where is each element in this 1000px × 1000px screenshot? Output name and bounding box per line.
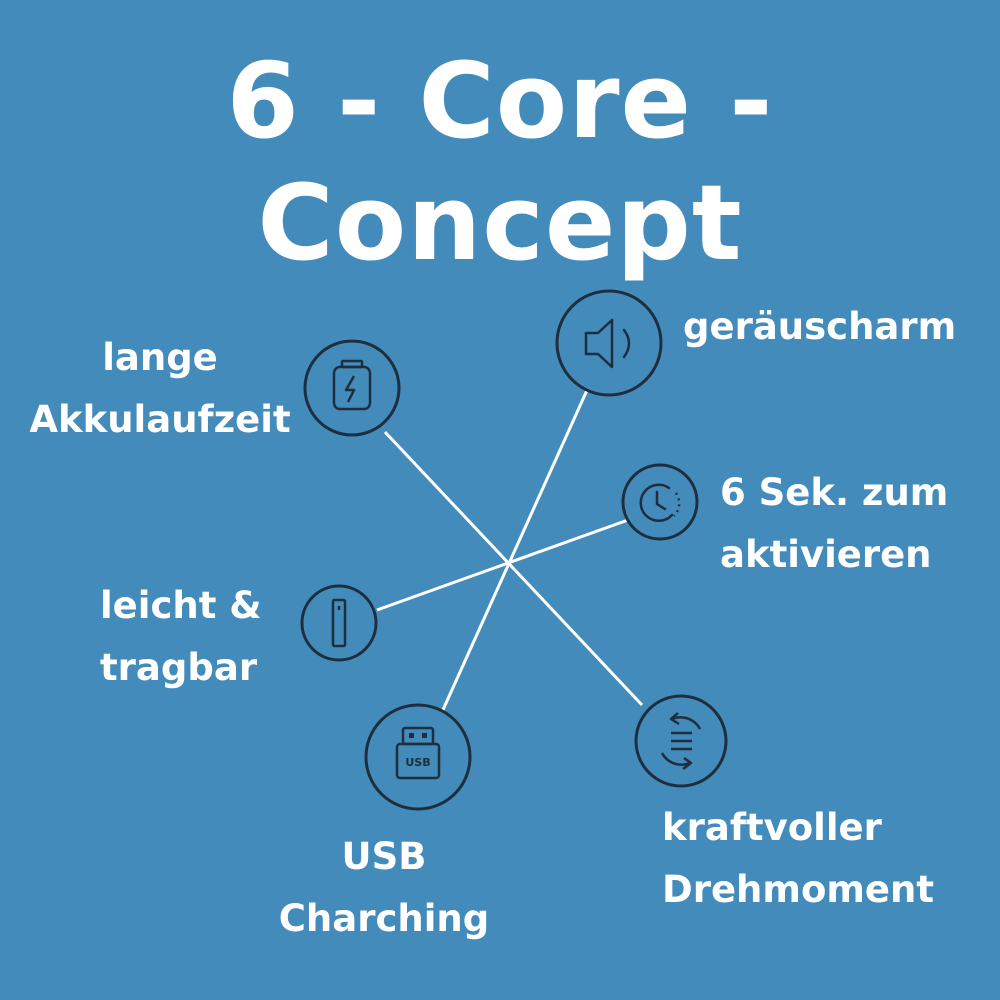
label-line: geräuscharm	[683, 305, 957, 348]
label-line: kraftvoller	[662, 806, 882, 849]
timer-icon	[621, 463, 699, 541]
label-line: 6 Sek. zum	[720, 471, 949, 514]
label-line: leicht &	[100, 584, 262, 627]
usb-icon: USB	[364, 703, 472, 811]
label-line: Drehmoment	[662, 868, 935, 911]
torque-icon	[634, 694, 728, 788]
label-line: lange	[102, 336, 218, 379]
label-line: Akkulaufzeit	[29, 398, 291, 441]
label-line: USB	[341, 835, 427, 878]
connector-line	[383, 430, 644, 707]
label-torque: kraftvoller Drehmoment	[662, 797, 934, 921]
speaker-icon	[555, 289, 663, 397]
connector-line	[376, 518, 629, 612]
connector-line	[440, 387, 590, 713]
page-title: 6 - Core - Concept	[226, 40, 774, 284]
device-icon	[300, 584, 378, 662]
label-speaker: geräuscharm	[683, 296, 956, 358]
label-line: tragbar	[100, 646, 258, 689]
battery-icon	[303, 339, 401, 437]
label-line: aktivieren	[720, 533, 932, 576]
label-battery: lange Akkulaufzeit	[10, 327, 310, 451]
label-usb: USB Charching	[234, 826, 534, 950]
label-device: leicht & tragbar	[100, 575, 262, 699]
label-timer: 6 Sek. zum aktivieren	[720, 462, 948, 586]
label-line: Charching	[278, 897, 490, 940]
usb-icon-text: USB	[405, 756, 430, 769]
